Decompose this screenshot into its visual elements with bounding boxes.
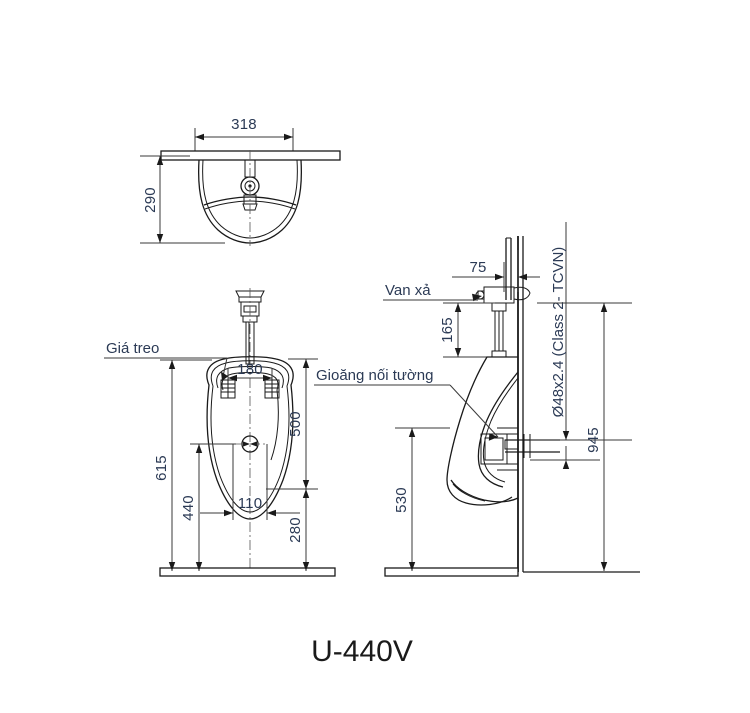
callout-pipe-spec: Ø48x2.4 (Class 2- TCVN) bbox=[530, 222, 632, 469]
dim-label-615: 615 bbox=[153, 455, 170, 481]
side-flush-valve bbox=[475, 286, 531, 358]
dim-label-180: 180 bbox=[237, 361, 263, 378]
dim-label-440: 440 bbox=[180, 495, 197, 521]
dimension-280: 280 bbox=[287, 489, 310, 571]
dim-label-945: 945 bbox=[585, 427, 602, 453]
callout-gia-treo: Giá treo bbox=[104, 340, 229, 382]
side-view: Van xả 75 165 bbox=[314, 222, 640, 577]
callout-label-gia-treo: Giá treo bbox=[106, 340, 159, 357]
callout-label-pipe-spec: Ø48x2.4 (Class 2- TCVN) bbox=[550, 247, 567, 418]
front-mounting-brackets bbox=[220, 379, 280, 399]
dimension-165: 165 bbox=[439, 302, 495, 358]
model-label: U-440V bbox=[311, 635, 413, 668]
dimension-318: 318 bbox=[194, 116, 294, 160]
front-view: 180 Giá treo bbox=[104, 288, 336, 577]
dim-label-110: 110 bbox=[238, 495, 263, 512]
dimension-440: 440 bbox=[180, 443, 236, 571]
dim-label-318: 318 bbox=[231, 116, 257, 133]
bracket-right bbox=[264, 379, 280, 399]
dimension-290: 290 bbox=[140, 155, 225, 244]
callout-label-gioang: Gioăng nối tường bbox=[316, 367, 433, 384]
callout-van-xa: Van xả bbox=[383, 282, 482, 302]
dim-label-530: 530 bbox=[393, 487, 410, 513]
dimension-615: 615 bbox=[153, 359, 212, 571]
dimension-75: 75 bbox=[452, 250, 540, 292]
front-flush-valve bbox=[235, 288, 265, 575]
dimension-530: 530 bbox=[393, 427, 450, 571]
front-floor-line bbox=[159, 567, 336, 577]
dim-label-75: 75 bbox=[469, 259, 486, 276]
top-view: 318 290 bbox=[140, 116, 341, 246]
side-supply-pipe bbox=[505, 237, 512, 300]
dimension-110: 110 bbox=[200, 441, 300, 520]
dim-label-290: 290 bbox=[142, 187, 159, 213]
bracket-left bbox=[220, 379, 236, 399]
callout-gioang-noi-tuong: Gioăng nối tường bbox=[314, 367, 499, 441]
dim-label-500: 500 bbox=[287, 411, 304, 437]
callout-label-van-xa: Van xả bbox=[385, 282, 431, 299]
dimension-945: 945 bbox=[537, 302, 632, 571]
dim-label-165: 165 bbox=[439, 317, 456, 343]
top-flush-connection bbox=[240, 150, 260, 246]
side-trap-detail bbox=[480, 427, 519, 471]
side-outlet-pipe bbox=[505, 434, 560, 458]
dimension-500: 500 bbox=[266, 358, 318, 490]
dim-label-280: 280 bbox=[287, 517, 304, 543]
side-bowl-outline bbox=[446, 356, 560, 506]
